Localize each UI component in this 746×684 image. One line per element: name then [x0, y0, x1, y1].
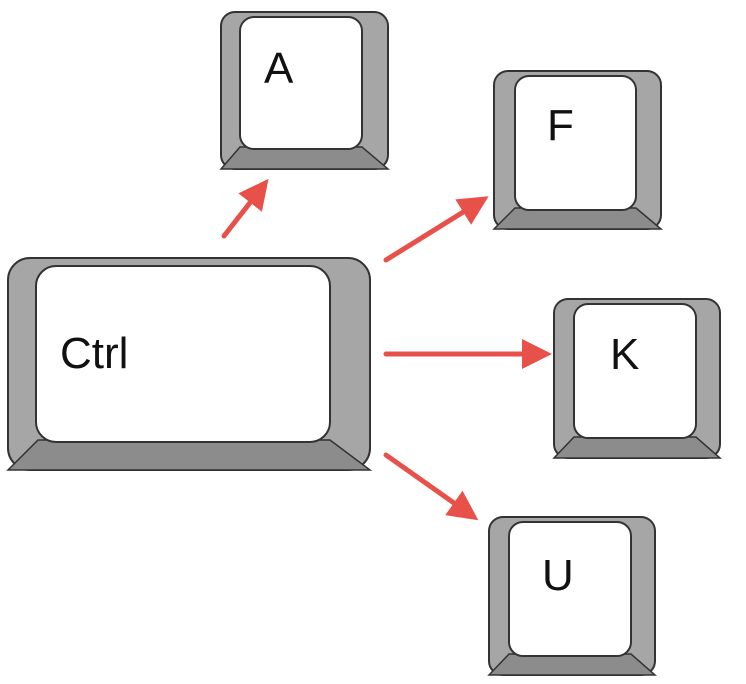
a-key: A [219, 11, 391, 170]
k-key-label: K [610, 330, 639, 379]
ctrl-key-label: Ctrl [60, 329, 128, 378]
u-key-bottom-bevel [487, 653, 657, 676]
a-key-bottom-bevel [219, 146, 391, 170]
k-key-bottom-bevel [552, 436, 722, 459]
k-key-top [573, 303, 697, 439]
ctrl-key-top [35, 265, 331, 443]
u-key-top [508, 521, 632, 657]
arrow-ctrl-to-u [383, 452, 479, 521]
f-key-label: F [547, 101, 574, 150]
arrows [221, 178, 553, 521]
arrow-ctrl-to-a [221, 178, 269, 239]
arrow-ctrl-to-f [383, 196, 489, 263]
f-key-bottom-bevel [492, 207, 664, 230]
k-key: K [552, 298, 722, 459]
u-key-label: U [542, 551, 574, 600]
ctrl-key: Ctrl [6, 257, 373, 471]
f-key: F [492, 70, 664, 230]
ctrl-key-bottom-bevel [6, 439, 373, 471]
u-key: U [487, 516, 657, 676]
a-key-top [239, 16, 363, 150]
f-key-top [514, 75, 637, 211]
a-key-label: A [264, 44, 294, 93]
